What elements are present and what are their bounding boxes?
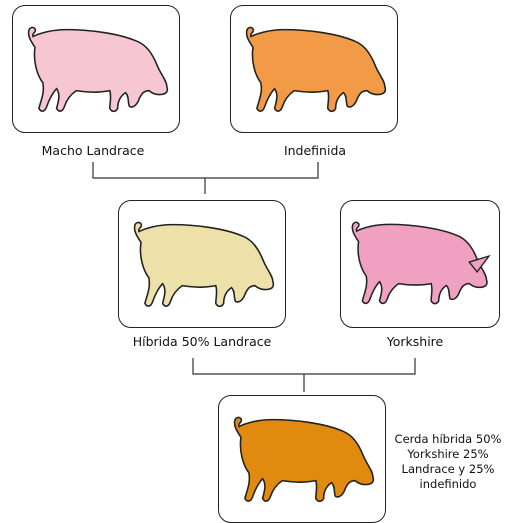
pig-body bbox=[235, 417, 374, 501]
result-description: Cerda híbrida 50% Yorkshire 25% Landrace… bbox=[383, 432, 510, 492]
card-undefined-breed bbox=[230, 5, 398, 133]
pig-body bbox=[247, 27, 386, 111]
label-landrace-male: Macho Landrace bbox=[10, 143, 176, 158]
card-landrace-male bbox=[12, 5, 180, 133]
pig-icon bbox=[231, 6, 397, 132]
result-line-1: Cerda híbrida 50% bbox=[383, 432, 510, 447]
pig-icon bbox=[13, 6, 179, 132]
connector-top bbox=[93, 162, 318, 194]
pig-icon bbox=[219, 396, 385, 522]
result-line-4: indefinido bbox=[383, 477, 510, 492]
result-line-2: Yorkshire 25% bbox=[383, 447, 510, 462]
card-result bbox=[218, 395, 386, 523]
card-yorkshire bbox=[340, 200, 500, 328]
card-hybrid bbox=[118, 200, 286, 328]
pig-icon bbox=[119, 201, 285, 327]
pig-body bbox=[135, 222, 274, 306]
pig-body bbox=[352, 222, 487, 303]
pig-body bbox=[29, 27, 168, 111]
connector-middle bbox=[193, 358, 415, 392]
pig-icon bbox=[341, 201, 499, 327]
label-undefined-breed: Indefinida bbox=[232, 143, 398, 158]
result-line-3: Landrace y 25% bbox=[383, 462, 510, 477]
label-yorkshire: Yorkshire bbox=[340, 334, 490, 349]
label-hybrid: Híbrida 50% Landrace bbox=[112, 334, 292, 349]
